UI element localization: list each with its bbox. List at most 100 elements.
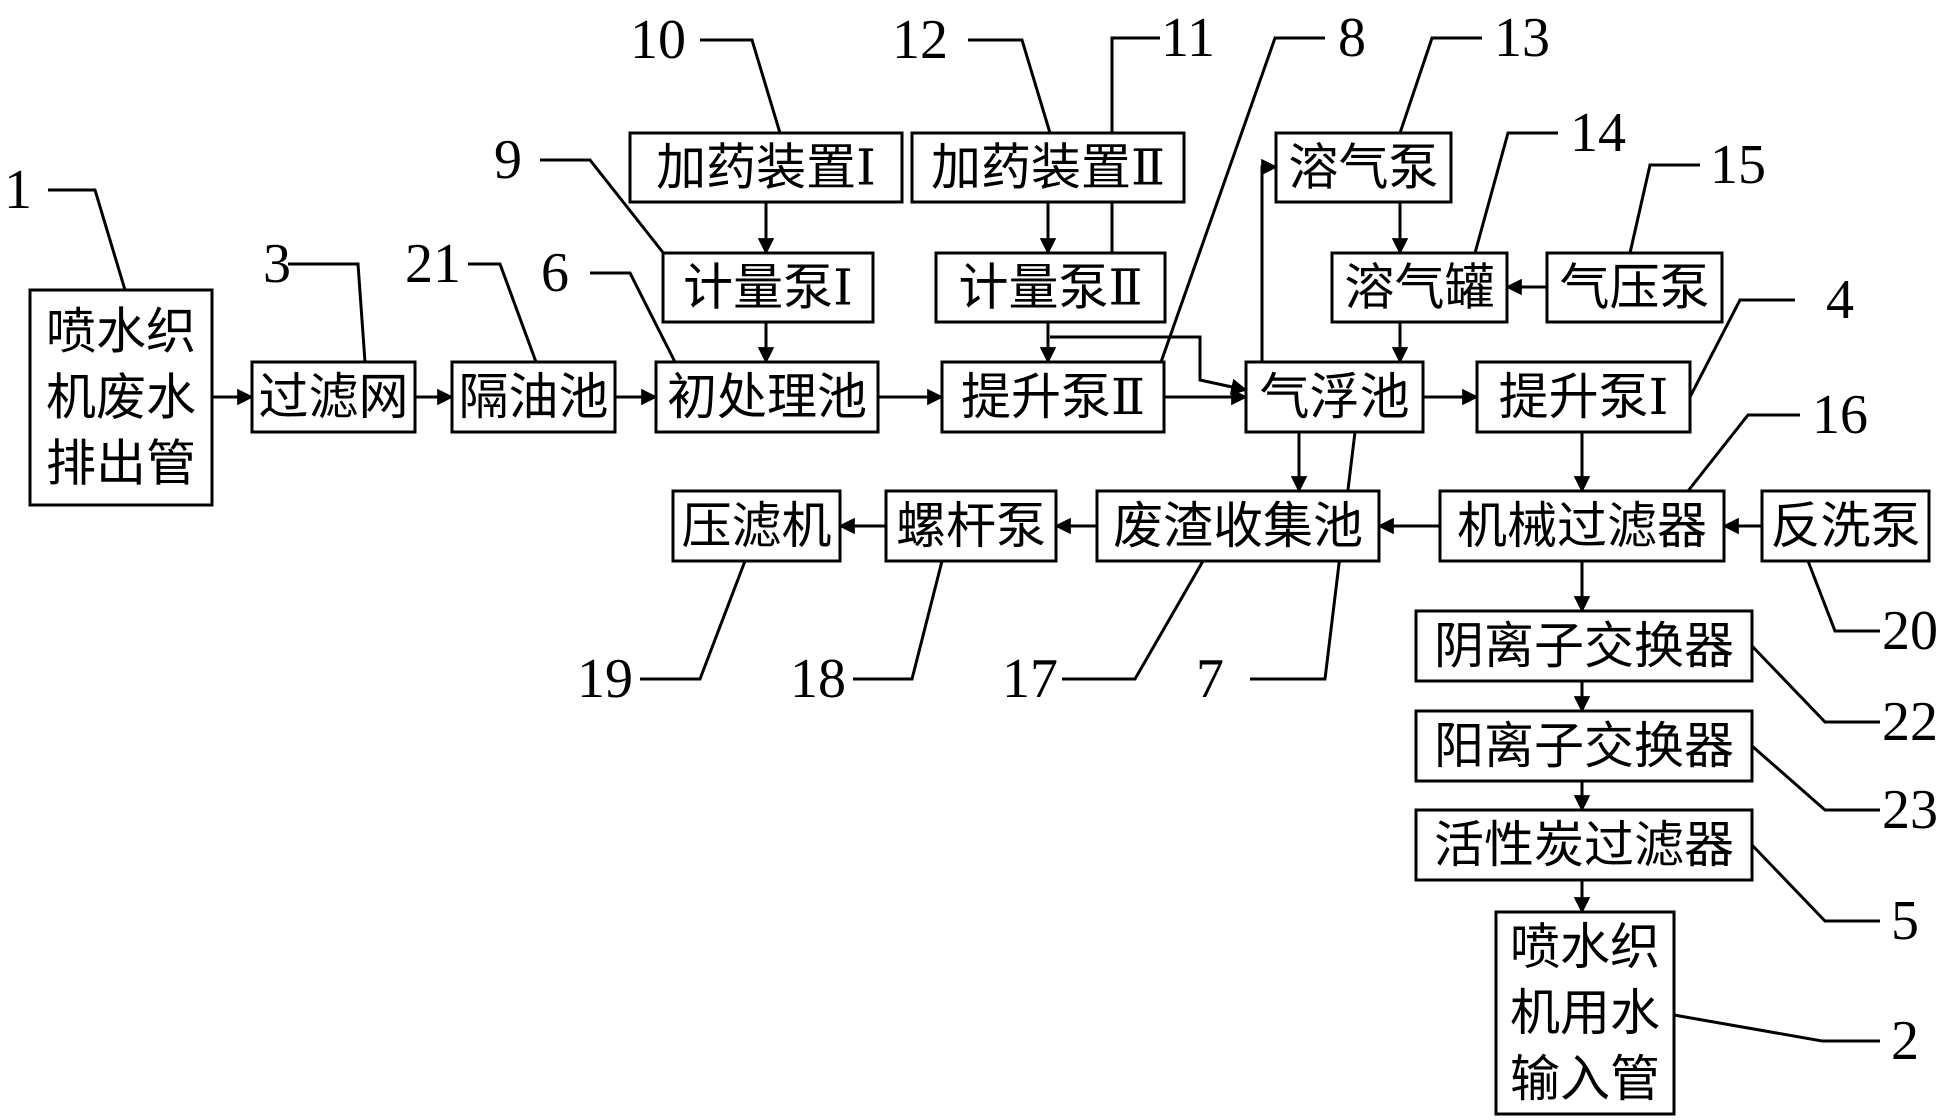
activated-carbon-filter-box-label: 活性炭过滤器 xyxy=(1434,816,1734,874)
reference-number-4: 4 xyxy=(1826,269,1854,331)
filter-press-box: 压滤机 xyxy=(671,489,842,563)
water-inlet-pipe-box-label: 输入管 xyxy=(1510,1050,1660,1108)
lift-pump-2-box: 提升泵Ⅱ xyxy=(940,360,1166,434)
waste-residue-collection-tank-box-label: 废渣收集池 xyxy=(1113,497,1363,555)
leader-line-13 xyxy=(1398,36,1482,134)
flow-arrows xyxy=(212,158,1762,914)
anion-exchanger-box-frame xyxy=(1414,609,1754,683)
lift-pump-2-box-frame xyxy=(940,360,1166,434)
dissolved-air-tank-box: 溶气罐 xyxy=(1330,251,1509,324)
dissolved-air-pump-box: 溶气泵 xyxy=(1274,131,1453,204)
dosing-device-2-box-label: 加药装置Ⅱ xyxy=(931,139,1165,197)
backwash-pump-box-label: 反洗泵 xyxy=(1771,497,1921,555)
reference-number-6: 6 xyxy=(541,242,569,304)
reference-number-23: 23 xyxy=(1882,779,1936,841)
leader-line-16 xyxy=(1686,413,1800,492)
lift-pump-1-box-frame xyxy=(1475,360,1692,434)
leader-line-18 xyxy=(853,560,944,681)
reference-number-2: 2 xyxy=(1891,1010,1919,1072)
primary-treatment-tank-box-frame xyxy=(654,360,880,434)
screw-pump-box-label: 螺杆泵 xyxy=(896,497,1046,555)
leader-lines xyxy=(48,36,1880,1043)
reference-number-20: 20 xyxy=(1882,600,1936,662)
primary-treatment-tank-box-label: 初处理池 xyxy=(667,368,867,426)
backwash-pump-box-frame xyxy=(1760,489,1931,563)
dissolved-air-tank-box-label: 溶气罐 xyxy=(1345,259,1495,317)
water-inlet-pipe-box-label: 喷水织 xyxy=(1510,918,1660,976)
reference-number-13: 13 xyxy=(1494,7,1550,69)
dosing-device-2-box-frame xyxy=(910,131,1186,204)
dosing-device-1-box-label: 加药装置Ⅰ xyxy=(656,139,876,197)
activated-carbon-filter-box-frame xyxy=(1414,808,1754,882)
reference-number-17: 17 xyxy=(1002,648,1058,710)
metering-pump-2-box-frame xyxy=(934,251,1167,324)
waste-residue-collection-tank-box: 废渣收集池 xyxy=(1095,489,1381,563)
leader-line-1 xyxy=(48,188,127,291)
leader-line-23 xyxy=(1751,744,1880,812)
leader-line-20 xyxy=(1806,560,1880,633)
dosing-device-2-box: 加药装置Ⅱ xyxy=(910,131,1186,204)
metering-pump-1-box: 计量泵Ⅰ xyxy=(661,251,875,324)
wastewater-discharge-pipe-box-frame xyxy=(28,288,214,507)
mechanical-filter-box-frame xyxy=(1438,489,1726,563)
reference-number-22: 22 xyxy=(1882,691,1936,753)
air-pressure-pump-box: 气压泵 xyxy=(1545,251,1724,324)
reference-number-5: 5 xyxy=(1891,890,1919,952)
air-pressure-pump-box-label: 气压泵 xyxy=(1560,259,1710,317)
oil-separation-tank-box: 隔油池 xyxy=(450,360,617,434)
air-flotation-tank-box-label: 气浮池 xyxy=(1260,368,1410,426)
reference-number-15: 15 xyxy=(1710,134,1766,196)
filter-press-box-label: 压滤机 xyxy=(682,497,832,555)
activated-carbon-filter-box: 活性炭过滤器 xyxy=(1414,808,1754,882)
reference-number-10: 10 xyxy=(630,9,686,71)
flow-metering-2-to-air-flotation xyxy=(1050,335,1248,395)
anion-exchanger-box-label: 阴离子交换器 xyxy=(1434,617,1734,675)
cation-exchanger-box-frame xyxy=(1414,709,1754,783)
lift-pump-1-box-label: 提升泵Ⅰ xyxy=(1499,368,1669,426)
reference-number-7: 7 xyxy=(1196,648,1224,710)
leader-line-4 xyxy=(1688,298,1795,398)
metering-pump-2-box-label: 计量泵Ⅱ xyxy=(959,259,1143,317)
screw-pump-box: 螺杆泵 xyxy=(884,489,1058,563)
air-flotation-tank-box-frame xyxy=(1244,360,1425,434)
reference-number-14: 14 xyxy=(1570,102,1626,164)
screw-pump-box-frame xyxy=(884,489,1058,563)
leader-line-6 xyxy=(590,271,677,363)
mechanical-filter-box-label: 机械过滤器 xyxy=(1457,497,1707,555)
reference-number-21: 21 xyxy=(405,233,461,295)
leader-line-17 xyxy=(1062,560,1205,681)
reference-number-8: 8 xyxy=(1338,7,1366,69)
primary-treatment-tank-box: 初处理池 xyxy=(654,360,880,434)
leader-line-10 xyxy=(700,38,782,134)
oil-separation-tank-box-frame xyxy=(450,360,617,434)
dosing-device-1-box-frame xyxy=(628,131,904,204)
lift-pump-1-box: 提升泵Ⅰ xyxy=(1475,360,1692,434)
reference-number-1: 1 xyxy=(4,159,32,221)
leader-line-8 xyxy=(1158,36,1325,366)
reference-number-3: 3 xyxy=(263,233,291,295)
wastewater-discharge-pipe-box-label: 排出管 xyxy=(46,435,196,493)
reference-number-12: 12 xyxy=(892,9,948,71)
water-inlet-pipe-box-frame xyxy=(1494,910,1676,1116)
dosing-device-1-box: 加药装置Ⅰ xyxy=(628,131,904,204)
leader-line-5 xyxy=(1750,843,1880,923)
water-inlet-pipe-box-label: 机用水 xyxy=(1510,984,1660,1042)
mechanical-filter-box: 机械过滤器 xyxy=(1438,489,1726,563)
backwash-pump-box: 反洗泵 xyxy=(1760,489,1931,563)
reference-number-16: 16 xyxy=(1812,384,1868,446)
leader-line-12 xyxy=(968,38,1052,134)
metering-pump-2-box: 计量泵Ⅱ xyxy=(934,251,1167,324)
anion-exchanger-box: 阴离子交换器 xyxy=(1414,609,1754,683)
leader-line-3 xyxy=(288,262,367,363)
air-pressure-pump-box-frame xyxy=(1545,251,1724,324)
leader-line-14 xyxy=(1473,131,1558,254)
leader-line-19 xyxy=(640,560,747,681)
leader-line-15 xyxy=(1628,163,1700,254)
cation-exchanger-box-label: 阳离子交换器 xyxy=(1434,717,1734,775)
dissolved-air-pump-box-frame xyxy=(1274,131,1453,204)
reference-number-19: 19 xyxy=(577,648,633,710)
